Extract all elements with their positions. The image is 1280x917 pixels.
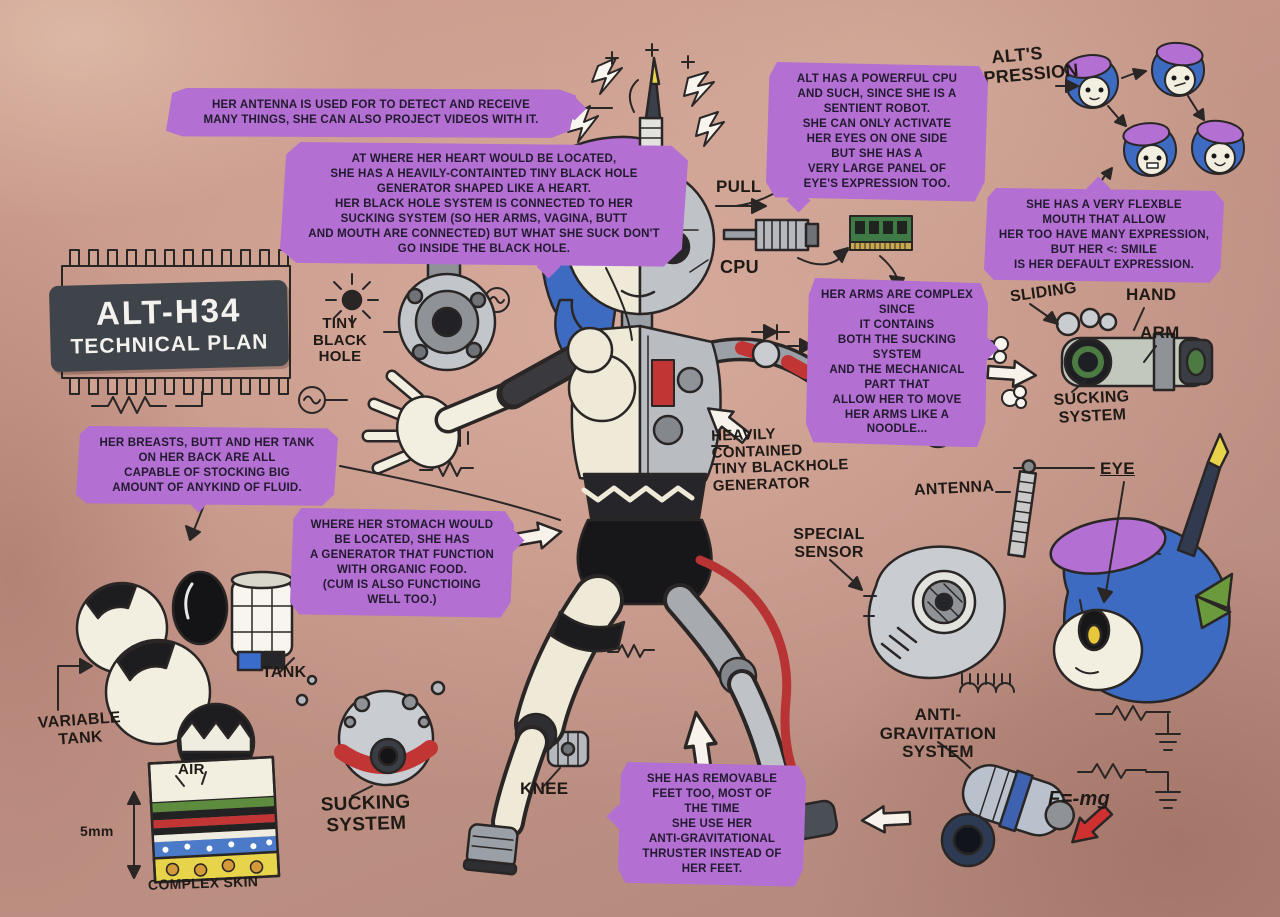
label-tiny-black-hole: TINY BLACK HOLE — [313, 315, 367, 365]
callout-fluids-note: HER BREASTS, BUTT AND HER TANK ON HER BA… — [76, 426, 338, 506]
label-eye: EYE — [1100, 459, 1135, 478]
label-arm: ARM — [1140, 323, 1180, 342]
pull-piston-illustration — [722, 218, 820, 252]
label-sucking-system-right: SUCKING SYSTEM — [1053, 388, 1130, 427]
leader-lines — [57, 68, 1205, 797]
label-five-mm: 5mm — [80, 823, 114, 839]
variable-tank-illustration — [75, 570, 318, 782]
robot-girl-figure — [361, 56, 957, 876]
callout-heart-note: AT WHERE HER HEART WOULD BE LOCATED, SHE… — [280, 142, 688, 267]
label-special-sensor: SPECIAL SENSOR — [793, 526, 865, 561]
callout-mouth-note: SHE HAS A VERY FLEXBLE MOUTH THAT ALLOW … — [984, 188, 1224, 283]
antenna-part-illustration — [1007, 459, 1038, 558]
label-air: AIR — [178, 761, 205, 778]
label-cpu: CPU — [720, 257, 759, 277]
anti-gravitation-thruster-illustration — [940, 764, 1076, 868]
five-mm-bracket — [127, 771, 207, 879]
label-tank: TANK — [262, 664, 307, 681]
sucking-system-illustration — [334, 680, 446, 787]
special-sensor-head-illustration — [863, 545, 1006, 680]
title-block: ALT-H34 TECHNICAL PLAN — [48, 279, 290, 373]
callout-stomach-note: WHERE HER STOMACH WOULD BE LOCATED, SHE … — [290, 508, 514, 618]
ic-chip-doodle — [61, 249, 291, 395]
callout-cpu-note: ALT HAS A POWERFUL CPU AND SUCH, SINCE S… — [766, 62, 988, 202]
plan-title: ALT-H34 — [95, 291, 242, 332]
label-variable-tank: VARIABLE TANK — [37, 709, 122, 749]
callout-arms-note: HER ARMS ARE COMPLEX SINCE IT CONTAINS B… — [806, 278, 988, 448]
plan-subtitle: TECHNICAL PLAN — [70, 330, 269, 359]
alt-head-illustration — [1049, 432, 1234, 704]
callout-feet-note: SHE HAS REMOVABLE FEET TOO, MOST OF THE … — [618, 762, 806, 887]
arm-assembly-illustration — [1055, 307, 1214, 392]
label-hand: HAND — [1126, 285, 1177, 304]
cpu-chip-illustration — [849, 215, 913, 251]
label-f-equals-mg: F=-mg — [1048, 788, 1111, 810]
label-pull: PULL — [716, 177, 762, 196]
expression-faces-illustration — [1063, 41, 1245, 177]
gravity-arrow — [1071, 804, 1114, 844]
complex-skin-illustration — [147, 755, 281, 884]
label-knee: KNEE — [520, 779, 569, 798]
tiny-black-hole-illustration — [325, 260, 497, 372]
callout-antenna-note: HER ANTENNA IS USED FOR TO DETECT AND RE… — [166, 88, 576, 138]
label-anti-gravitation-system: ANTI- GRAVITATION SYSTEM — [879, 705, 997, 762]
label-sucking-system-bottom: SUCKING SYSTEM — [320, 791, 411, 837]
